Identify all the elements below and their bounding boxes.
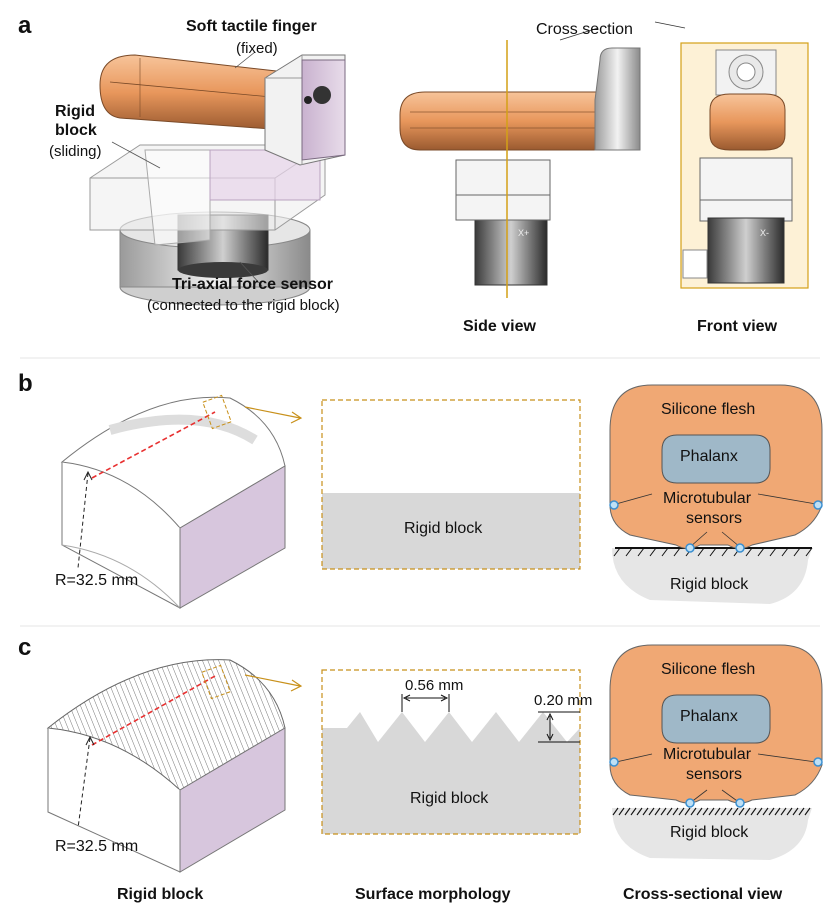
microtubular-label-b: Microtubular <box>663 490 752 507</box>
block-subtitle: (sliding) <box>49 143 102 160</box>
block-title-line2: block <box>55 122 97 139</box>
microtubular-label-c: Microtubular <box>663 746 752 763</box>
textured-morphology-drawing <box>321 669 581 835</box>
finger-title: Soft tactile finger <box>186 18 317 35</box>
axis-x-minus: X- <box>760 228 769 238</box>
footer-rigid-block: Rigid block <box>117 886 204 903</box>
textured-block-drawing <box>46 659 286 873</box>
axis-x-plus: X+ <box>518 228 530 238</box>
rigid-block-label-b: Rigid block <box>670 576 749 593</box>
depth-label: 0.20 mm <box>534 692 593 709</box>
phalanx-label-c: Phalanx <box>680 708 738 725</box>
pitch-label: 0.56 mm <box>405 677 464 694</box>
silicone-label-b: Silicone flesh <box>661 401 756 418</box>
footer-surface-morphology: Surface morphology <box>355 886 511 903</box>
morphology-block-label-c: Rigid block <box>410 790 489 807</box>
rigid-block-label-c: Rigid block <box>670 824 749 841</box>
radius-label-c: R=32.5 mm <box>55 838 139 855</box>
zoom-arrow-b <box>244 406 301 419</box>
silicone-label-c: Silicone flesh <box>661 661 756 678</box>
finger-subtitle: (fixed) <box>236 40 278 57</box>
zoom-arrow-c <box>244 674 301 687</box>
panel-a-leaders <box>111 51 263 287</box>
morphology-block-label-b: Rigid block <box>404 520 483 537</box>
sensor-title: Tri-axial force sensor <box>172 276 333 293</box>
smooth-cross-section-drawing <box>609 384 823 604</box>
block-title-line1: Rigid <box>55 103 95 120</box>
textured-cross-section-drawing <box>609 644 823 860</box>
cross-section-label: Cross section <box>536 21 633 38</box>
sensors-label-b: sensors <box>686 510 743 527</box>
panel-label-b: b <box>18 370 33 397</box>
footer-cross-sectional-view: Cross-sectional view <box>623 886 783 903</box>
smooth-block-drawing <box>60 394 286 609</box>
phalanx-label-b: Phalanx <box>680 448 738 465</box>
smooth-morphology-drawing <box>321 399 581 570</box>
side-view-drawing <box>399 27 641 298</box>
panel-label-c: c <box>18 634 32 661</box>
front-view-label: Front view <box>697 318 778 335</box>
sensor-subtitle: (connected to the rigid block) <box>147 297 340 314</box>
assembly-3d-drawing <box>89 54 346 306</box>
radius-label-b: R=32.5 mm <box>55 572 139 589</box>
side-view-label: Side view <box>463 318 536 335</box>
front-view-drawing <box>654 21 809 289</box>
sensors-label-c: sensors <box>686 766 743 783</box>
panel-label-a: a <box>18 12 32 39</box>
